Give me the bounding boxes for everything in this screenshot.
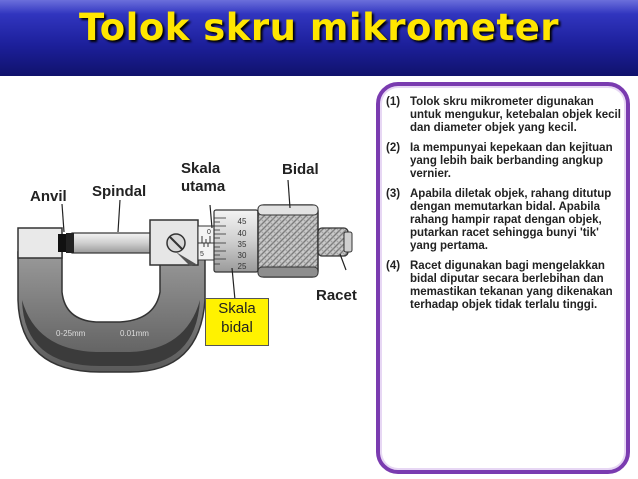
note-text: Racet digunakan bagi mengelakkan bidal d…: [410, 260, 613, 311]
spindle: [71, 232, 155, 254]
main-scale-ticks: [201, 236, 211, 247]
frame-range-label: 0-25mm: [56, 329, 86, 338]
thimble-scale-25: 25: [238, 262, 247, 271]
skala-bidal-callout: Skala bidal: [205, 298, 269, 346]
title-bar-shine: [0, 0, 638, 14]
note-text: Tolok skru mikrometer digunakan untuk me…: [410, 96, 621, 134]
label-anvil: Anvil: [30, 188, 67, 205]
thimble-scale-40: 40: [238, 229, 247, 238]
notes-panel: [376, 82, 630, 474]
frame-resolution-label: 0.01mm: [120, 329, 149, 338]
frame-face: [22, 300, 200, 366]
thimble-ticks: [214, 217, 226, 265]
notes-list: (1) Tolok skru mikrometer digunakan untu…: [386, 96, 622, 319]
micrometer-diagram: 0-25mm 0.01mm 0 5 45 40 35 30 25: [17, 179, 353, 373]
main-scale-5: 5: [200, 251, 204, 258]
note-item: (2) Ia mempunyai kepekaan dan kejituan y…: [386, 142, 622, 181]
anvil-block: [17, 227, 63, 259]
thimble-scale: [213, 209, 259, 273]
label-spindal: Spindal: [92, 183, 147, 200]
skala-bidal-line1: Skala: [218, 300, 256, 317]
spindle-tip: [66, 233, 74, 253]
note-text: Ia mempunyai kepekaan dan kejituan yang …: [410, 142, 613, 180]
note-item: (1) Tolok skru mikrometer digunakan untu…: [386, 96, 622, 135]
skala-bidal-line2: bidal: [221, 319, 253, 336]
label-skala-utama-1: Skala: [181, 160, 221, 177]
title-bar: Tolok skru mikrometer: [0, 0, 638, 76]
note-number: (3): [386, 188, 401, 200]
main-scale-0: 0: [207, 229, 211, 236]
note-number: (4): [386, 260, 401, 272]
note-item: (3) Apabila diletak objek, rahang ditutu…: [386, 188, 622, 253]
micrometer-frame: [17, 251, 206, 373]
note-number: (2): [386, 142, 401, 154]
label-racet: Racet: [316, 287, 357, 304]
slide-title: Tolok skru mikrometer: [78, 6, 560, 49]
label-skala-utama-2: utama: [181, 178, 226, 195]
thimble-scale-30: 30: [238, 251, 247, 260]
anvil-tip: [58, 234, 66, 252]
thimble-knurl: [257, 204, 319, 278]
note-text: Apabila diletak objek, rahang ditutup de…: [410, 188, 612, 252]
note-number: (1): [386, 96, 401, 108]
note-item: (4) Racet digunakan bagi mengelakkan bid…: [386, 260, 622, 312]
leader-lines: [61, 179, 347, 301]
thimble-scale-45: 45: [238, 217, 247, 226]
label-bidal: Bidal: [282, 161, 319, 178]
thimble-scale-35: 35: [238, 240, 247, 249]
